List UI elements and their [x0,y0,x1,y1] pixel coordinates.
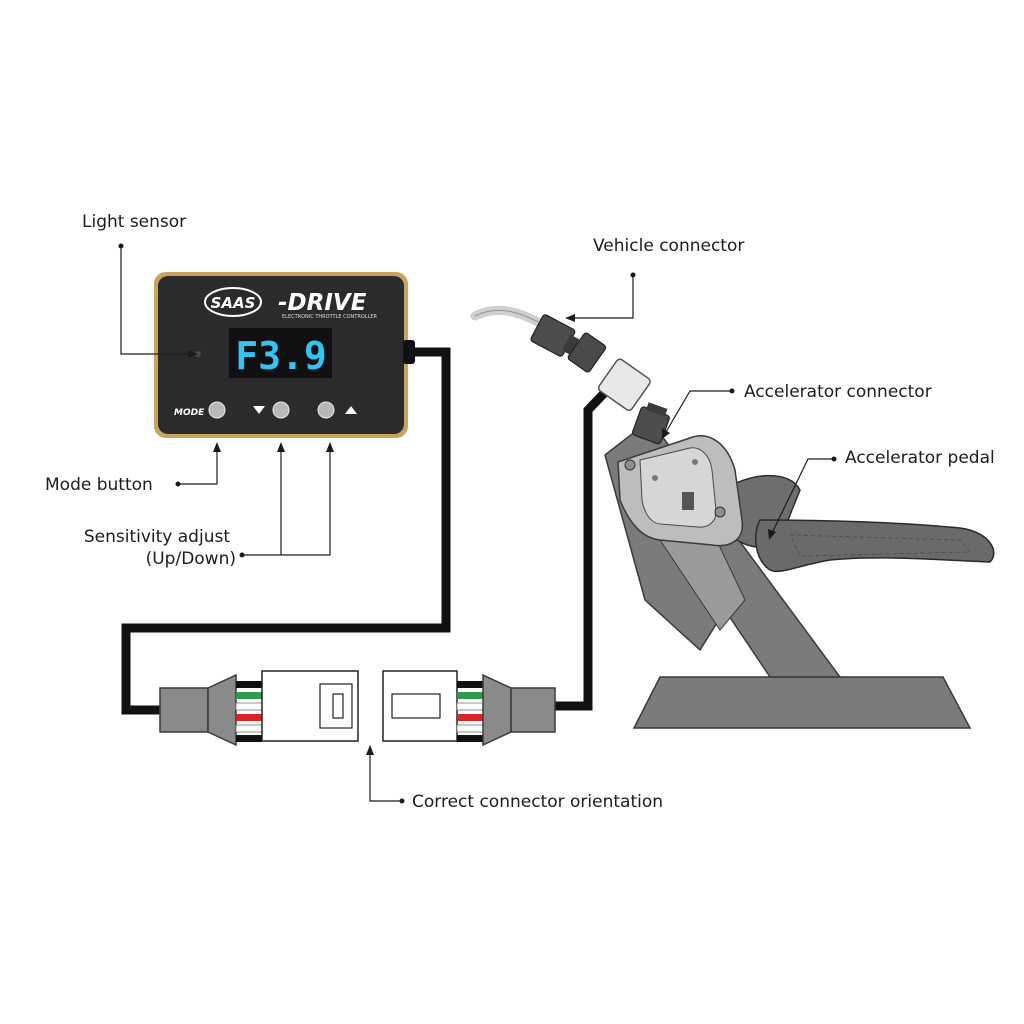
pedal-pad-grip [789,534,972,557]
left-harness-wires [235,681,263,742]
saas-logo-text: SAAS [211,294,256,312]
left-connector-tab [332,693,344,719]
pedal-bolt-3 [652,475,658,481]
display-window [229,328,332,378]
light-sensor-leader [120,246,192,355]
sensitivity-up-button[interactable] [317,401,335,419]
pedal-sensor-cover [639,447,717,528]
throttle-controller-device: SAAS -DRIVE ELECTRONIC THROTTLE CONTROLL… [154,272,415,438]
left-connector-latch [319,683,353,729]
label-sensitivity-line2: (Up/Down) [146,549,236,569]
device-side-port [403,340,415,364]
vehicle-wire-loom-edge [474,309,539,323]
mode-button[interactable] [208,401,226,419]
pedal-pad [754,519,995,572]
right-connector-housing [382,670,458,742]
label-vehicle-connector: Vehicle connector [593,236,744,256]
saas-logo-icon [204,287,262,317]
vehicle-connector-plug [530,314,580,357]
label-mode-button: Mode button [45,475,153,495]
sensitivity-leader [242,448,331,556]
pedal-bolt-4 [692,459,698,465]
left-harness-connector [159,670,359,747]
right-harness-connector [382,670,556,747]
pedal-bolt-2 [714,506,726,518]
label-light-sensor: Light sensor [82,212,186,232]
callout-arrowheads [188,314,776,755]
sensitivity-down-button[interactable] [272,401,290,419]
controller-to-harness-cable [121,347,451,715]
pedal-sensor-slot [682,492,694,510]
vehicle-connector-assembly [470,305,670,445]
harness-to-pedal-cable [552,381,616,711]
display-readout: F3.9 [235,334,327,378]
inline-adapter-block [597,358,651,411]
right-connector-slot [391,693,441,719]
right-harness-wires [456,681,484,742]
accelerator-pedal-leader [771,458,834,534]
pedal-base-plate [632,676,972,729]
accelerator-connector-leader [665,390,732,433]
vehicle-connector-socket [567,332,607,373]
triangle-up-icon [345,406,357,414]
label-sensitivity-line1: Sensitivity adjust [84,527,230,547]
orientation-leader [369,752,402,802]
callout-dots [118,243,837,804]
label-accelerator-connector: Accelerator connector [744,382,932,402]
mode-button-leader [178,448,218,485]
device-brand: -DRIVE [278,290,367,316]
mode-label: MODE [174,408,205,418]
device-subtitle: ELECTRONIC THROTTLE CONTROLLER [282,314,377,320]
accelerator-pedal-assembly [604,418,995,729]
label-accelerator-pedal: Accelerator pedal [845,448,995,468]
label-connector-orientation: Correct connector orientation [412,792,663,812]
vehicle-connector-leader [572,275,634,319]
pedal-bolt-1 [624,459,636,471]
left-connector-housing [261,670,359,742]
triangle-down-icon [253,406,265,414]
callout-leaders [120,246,834,802]
